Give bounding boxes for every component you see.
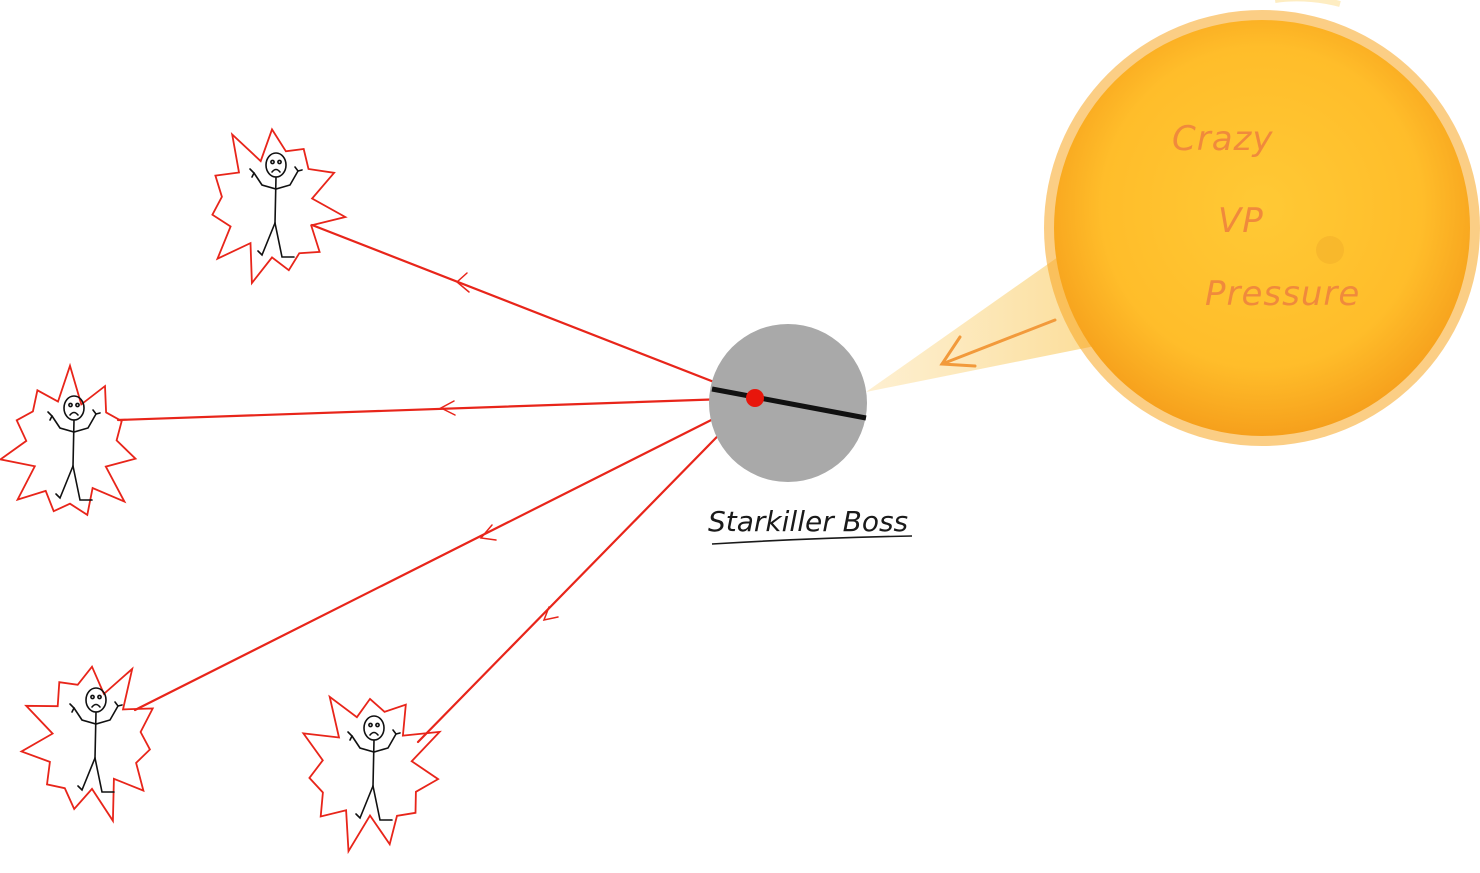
sun-spot	[1316, 236, 1344, 264]
beam-arrow-4	[542, 606, 559, 622]
beam-to-victim-4	[416, 396, 757, 744]
victim-2	[0, 362, 138, 517]
stick-figure-icon	[347, 715, 401, 821]
explosion-burst	[301, 694, 442, 855]
beam-arrow-2	[439, 400, 456, 416]
sun-text-line-3: Pressure	[1205, 274, 1360, 314]
beam-to-victim-3	[133, 396, 757, 712]
victim-3	[19, 664, 155, 824]
explosion-burst	[211, 127, 348, 286]
boss-label: Starkiller Boss	[708, 505, 908, 538]
beam-arrow-1	[455, 272, 470, 293]
sun-text-line-2: VP	[1218, 201, 1264, 241]
starkiller-boss: Starkiller Boss	[708, 324, 913, 545]
victim-1	[211, 127, 348, 286]
energy-cone	[866, 245, 1100, 392]
sun-body	[1054, 20, 1470, 436]
sun-text-line-1: Crazy	[1172, 119, 1274, 159]
stick-figure-icon	[47, 395, 101, 501]
stick-figure-icon	[69, 687, 123, 793]
beam-arrow-3	[479, 524, 497, 541]
explosion-burst	[0, 362, 138, 517]
beam-to-victim-1	[310, 223, 757, 400]
stick-figure-icon	[249, 152, 303, 258]
sun-flare	[1275, 0, 1341, 7]
boss-core	[746, 389, 764, 407]
boss-label-underline	[711, 535, 913, 545]
beam-to-victim-2	[116, 396, 757, 422]
beams	[116, 223, 757, 744]
sun: Crazy VP Pressure	[1044, 0, 1480, 446]
boss-trench	[711, 386, 867, 421]
explosion-burst	[19, 664, 155, 824]
victims	[0, 127, 442, 855]
victim-4	[301, 694, 442, 855]
pressure-arrow	[939, 318, 1057, 368]
